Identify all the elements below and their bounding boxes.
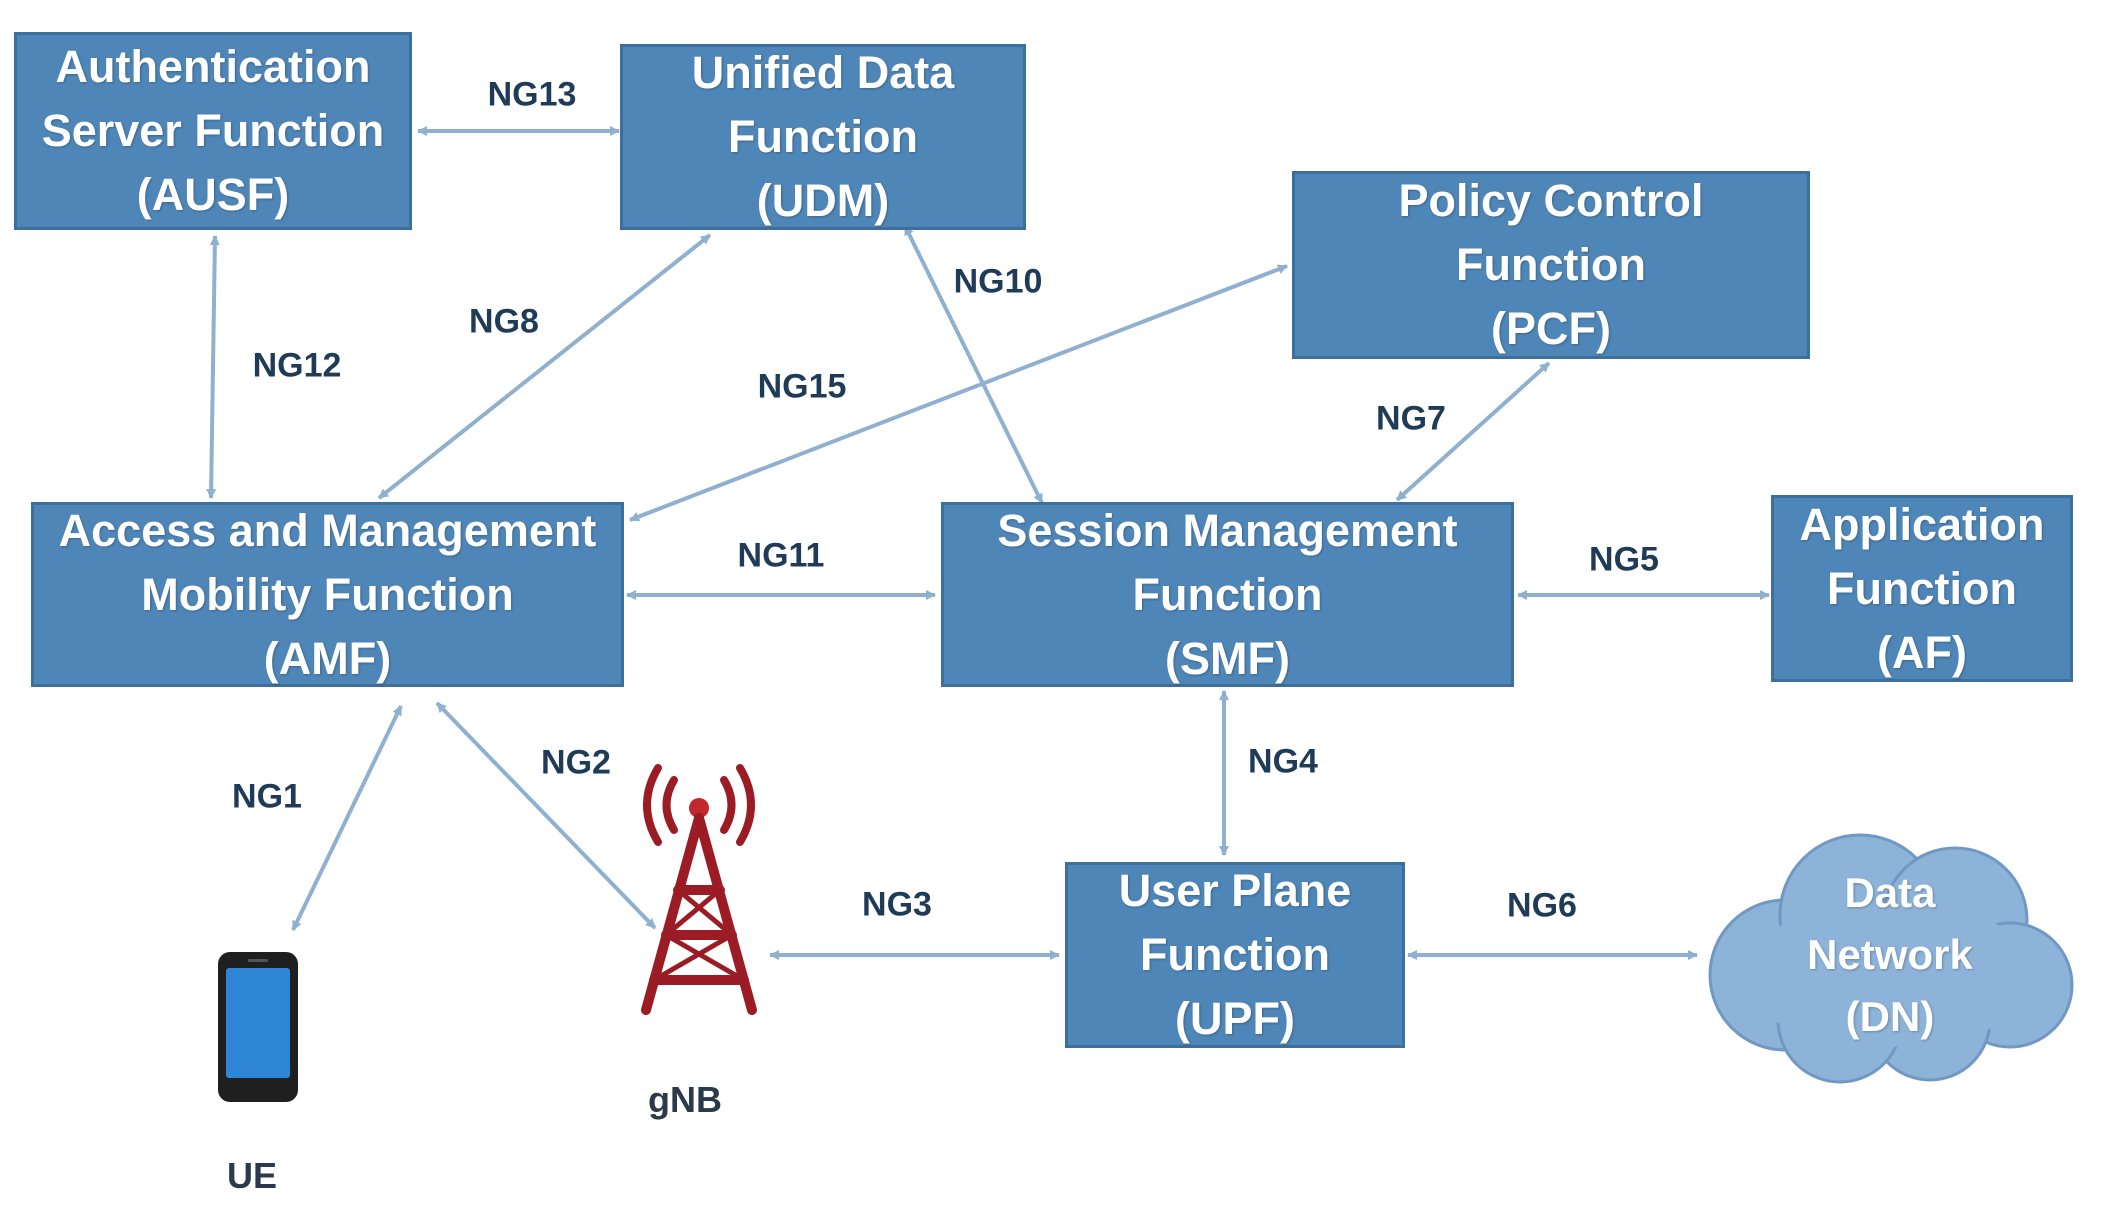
ng10-label: NG10 — [953, 262, 1043, 301]
function-label-line: Function — [728, 111, 918, 162]
data-network-cloud[interactable] — [1690, 820, 2090, 1090]
function-label-line: Server Function — [41, 105, 385, 156]
function-label-line: (AMF) — [263, 632, 392, 684]
ng15-label: NG15 — [757, 367, 847, 406]
ng11-label: NG11 — [737, 536, 825, 575]
function-label-line: User Plane — [1118, 865, 1352, 916]
smartphone-icon[interactable] — [214, 948, 304, 1108]
function-label-line: (DN) — [1845, 993, 1935, 1040]
function-label-line: (SMF) — [1165, 632, 1290, 684]
function-label-line: Network — [1807, 931, 1973, 978]
function-label-line: Authentication — [55, 41, 371, 92]
radio-tower-icon[interactable] — [614, 760, 784, 1020]
function-label-line: Function — [1140, 929, 1330, 980]
function-label-line: (PCF) — [1491, 303, 1611, 354]
function-label-line: Unified Data — [691, 47, 955, 98]
ng12-label: NG12 — [252, 346, 342, 385]
ue-label: UE — [226, 1155, 278, 1196]
function-label-line: (UDM) — [756, 175, 890, 226]
ng7-label: NG7 — [1376, 399, 1446, 438]
ng3-label: NG3 — [862, 885, 932, 924]
ng7-connector — [1395, 361, 1551, 502]
ng12-connector — [206, 235, 220, 499]
ng8-connector — [377, 233, 712, 500]
gnb-label: gNB — [648, 1079, 722, 1120]
function-label-line: Function — [1132, 568, 1323, 620]
ng15-connector — [629, 264, 1288, 522]
ng4-label: NG4 — [1248, 742, 1318, 781]
function-label-line: Policy Control — [1398, 175, 1704, 226]
ng6-label: NG6 — [1507, 886, 1577, 925]
function-label-line: Application — [1799, 498, 2045, 550]
function-label-line: Data — [1844, 869, 1936, 916]
function-label-line: (AF) — [1877, 626, 1967, 678]
function-label-line: Function — [1827, 562, 2017, 614]
ng2-connector — [435, 701, 657, 930]
ng13-label: NG13 — [487, 75, 577, 114]
function-label-line: (AUSF) — [136, 169, 290, 220]
ng1-label: NG1 — [232, 777, 302, 816]
ng5-label: NG5 — [1589, 540, 1659, 579]
function-label-line: Session Management — [997, 504, 1458, 556]
function-label-line: Mobility Function — [141, 568, 514, 620]
ng8-label: NG8 — [469, 302, 539, 341]
function-label-line: Access and Management — [58, 504, 597, 556]
ng2-label: NG2 — [541, 743, 611, 782]
ng1-connector — [291, 705, 403, 931]
function-label-line: Function — [1456, 239, 1646, 290]
function-label-line: (UPF) — [1175, 993, 1295, 1044]
